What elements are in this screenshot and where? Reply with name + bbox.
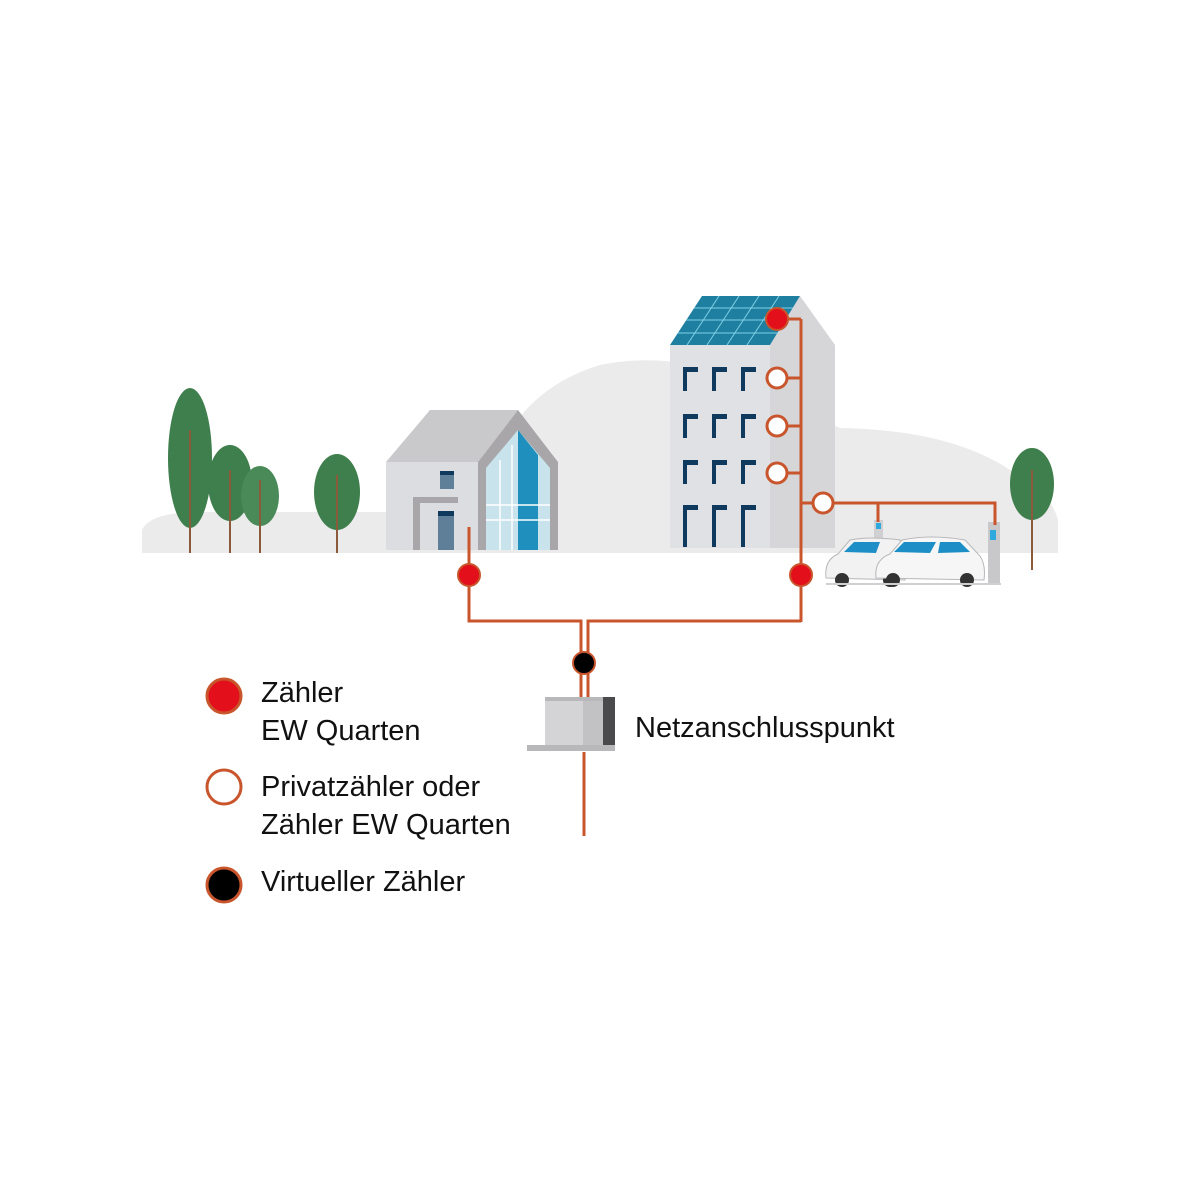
legend-item-label: Zähler — [261, 677, 344, 709]
tree-icon — [1010, 448, 1054, 570]
tree-icon — [241, 466, 279, 553]
private-meter-apartment-3 — [765, 461, 789, 485]
legend-virtual-meter-icon — [205, 866, 243, 904]
window-icon — [741, 460, 756, 484]
legend-item-label: Virtueller Zähler — [261, 866, 466, 898]
electric-cars-icon — [825, 520, 1001, 587]
apartment-building-icon — [670, 295, 835, 548]
building-windows — [683, 367, 756, 547]
legend-red-meter-icon — [205, 677, 243, 715]
meter-ew-quarten-solar — [765, 307, 789, 331]
meter-ew-quarten-tower — [789, 563, 813, 587]
private-meter-charging — [811, 491, 835, 515]
tree-icon — [314, 454, 360, 553]
window-icon — [712, 367, 727, 391]
window-icon — [741, 367, 756, 391]
meter-ew-quarten-house — [457, 563, 481, 587]
legend-open-meter-icon — [205, 768, 243, 806]
legend-item-label: Privatzähler oder — [261, 771, 481, 803]
window-icon — [741, 505, 756, 547]
legend-item-label: EW Quarten — [261, 715, 421, 747]
window-icon — [683, 367, 698, 391]
private-meter-apartment-2 — [765, 414, 789, 438]
window-icon — [683, 505, 698, 547]
house-icon — [386, 410, 558, 550]
grid-connection-box-icon — [527, 697, 615, 751]
window-icon — [712, 460, 727, 484]
tree-icon — [208, 445, 252, 553]
private-meter-apartment-1 — [765, 366, 789, 390]
window-icon — [683, 460, 698, 484]
virtual-meter — [572, 651, 596, 675]
window-icon — [712, 414, 727, 438]
background-hills — [142, 360, 1058, 553]
legend-item-label: Zähler EW Quarten — [261, 809, 511, 841]
window-icon — [683, 414, 698, 438]
grid-connection-label: Netzanschlusspunkt — [635, 712, 895, 744]
window-icon — [741, 414, 756, 438]
window-icon — [712, 505, 727, 547]
tree-icon — [168, 388, 212, 553]
legend: Zähler EW Quarten Privatzähler oder Zähl… — [205, 677, 511, 904]
